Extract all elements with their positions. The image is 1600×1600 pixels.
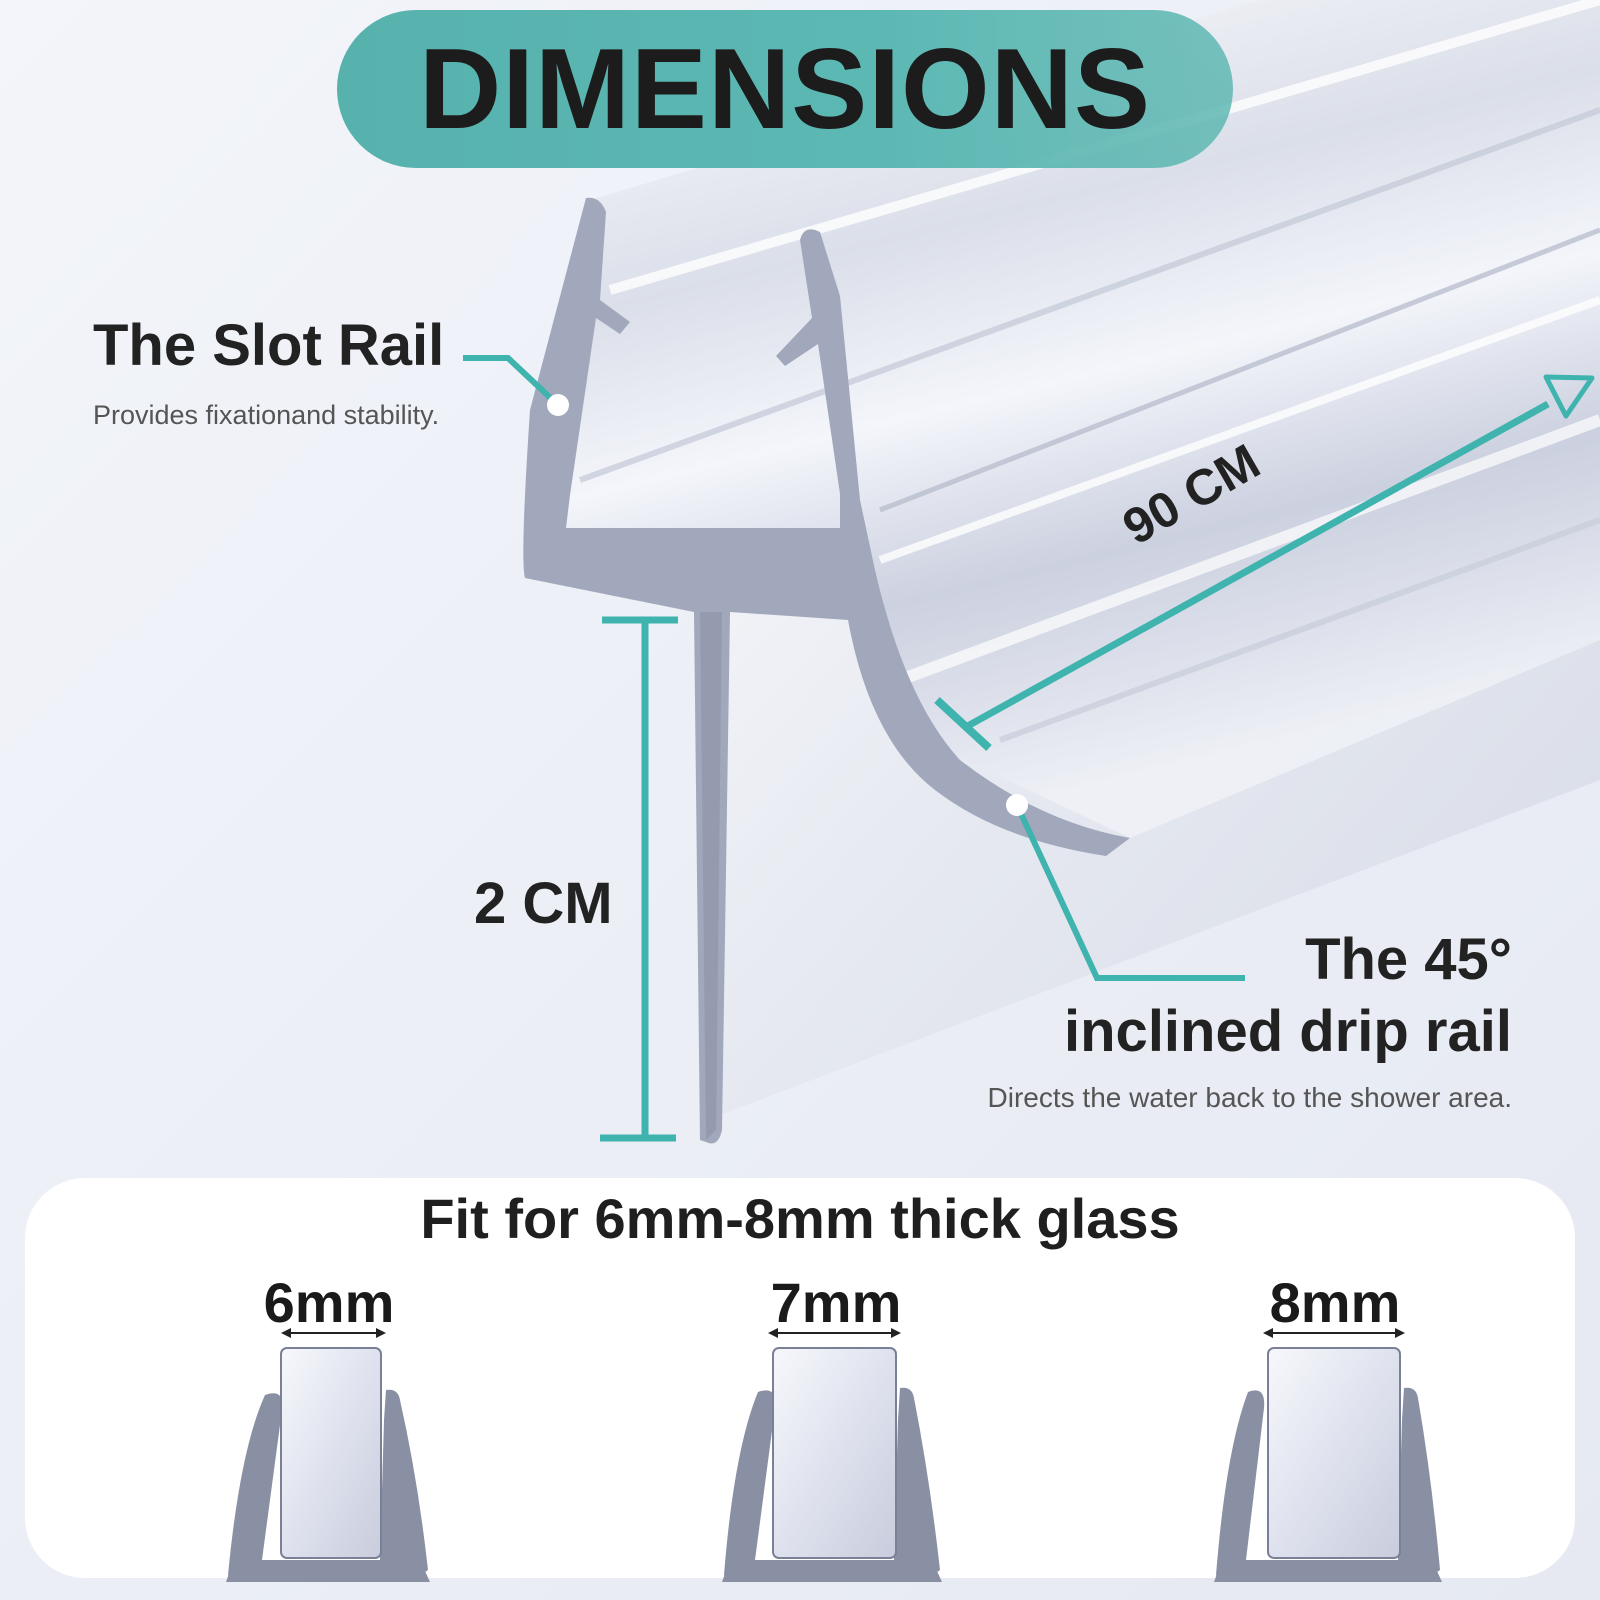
glass-size-label-8mm: 8mm bbox=[1269, 1271, 1401, 1334]
profile-base bbox=[1214, 1560, 1442, 1582]
glass-pane bbox=[1267, 1347, 1401, 1559]
slot-rail-dot bbox=[547, 394, 569, 416]
fit-title: Fit for 6mm-8mm thick glass bbox=[420, 1187, 1180, 1250]
height-dimension bbox=[600, 616, 678, 1142]
profile-right bbox=[380, 1389, 428, 1580]
profile-left bbox=[228, 1393, 283, 1580]
strip-ridge bbox=[897, 414, 1600, 686]
drip-rail-leader bbox=[1014, 803, 1245, 981]
arrow-right-icon bbox=[1395, 1328, 1405, 1338]
glass-fit-8mm bbox=[1214, 1328, 1442, 1582]
slot-rail-title: The Slot Rail bbox=[93, 313, 445, 378]
glass-size-label-6mm: 6mm bbox=[263, 1271, 395, 1334]
arrow-left-icon bbox=[768, 1328, 778, 1338]
page-title: DIMENSIONS bbox=[418, 25, 1152, 153]
arrow-left-icon bbox=[1263, 1328, 1273, 1338]
drip-rail-title-line2: inclined drip rail bbox=[1064, 999, 1512, 1064]
profile-base bbox=[226, 1560, 430, 1582]
height-label: 2 CM bbox=[474, 871, 613, 936]
glass-pane bbox=[280, 1347, 382, 1559]
end-profile-shade bbox=[700, 612, 722, 1140]
strip-ridge bbox=[998, 517, 1600, 743]
strip-channel bbox=[560, 0, 1600, 838]
glass-pane bbox=[772, 1347, 897, 1559]
profile-left bbox=[724, 1390, 776, 1580]
glass-fit-6mm bbox=[226, 1328, 430, 1582]
slot-rail-description: Provides fixationand stability. bbox=[93, 400, 440, 430]
end-profile bbox=[523, 197, 1130, 1144]
title-banner: DIMENSIONS bbox=[337, 10, 1233, 168]
strip-ridge bbox=[879, 227, 1600, 513]
arrow-right-icon bbox=[376, 1328, 386, 1338]
arrow-left-icon bbox=[281, 1328, 291, 1338]
drip-rail-description: Directs the water back to the shower are… bbox=[987, 1082, 1512, 1113]
length-dimension bbox=[934, 374, 1595, 751]
profile-left bbox=[1216, 1390, 1265, 1580]
profile-right bbox=[1398, 1387, 1440, 1580]
glass-size-label-7mm: 7mm bbox=[770, 1271, 902, 1334]
profile-right bbox=[894, 1387, 940, 1580]
drip-rail-title-line1: The 45° bbox=[1305, 927, 1512, 992]
glass-fit-7mm bbox=[722, 1328, 942, 1582]
arrow-head-icon bbox=[1543, 374, 1595, 419]
profile-base bbox=[722, 1560, 942, 1582]
strip-ridge bbox=[878, 296, 1600, 564]
strip-ridge bbox=[578, 107, 1600, 483]
slot-rail-leader bbox=[463, 355, 561, 408]
drip-rail-dot bbox=[1006, 794, 1028, 816]
arrow-right-icon bbox=[891, 1328, 901, 1338]
